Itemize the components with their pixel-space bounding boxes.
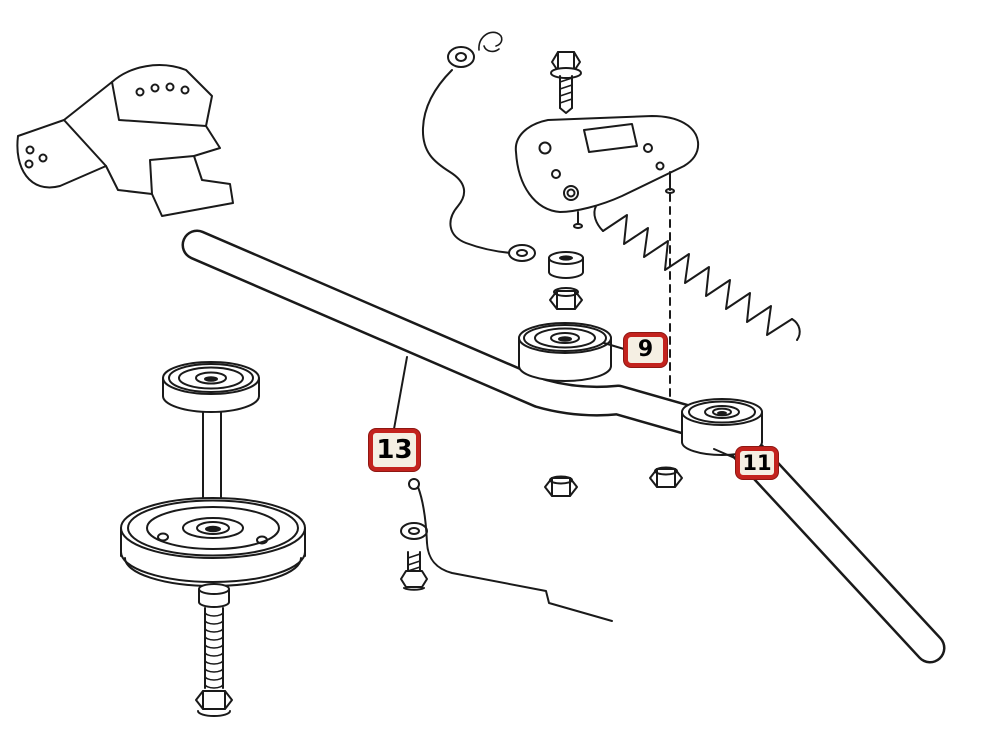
hex-nut-v-idler <box>649 466 683 488</box>
belt-keeper-rod <box>400 478 613 622</box>
callout-13[interactable]: 13 <box>369 429 420 471</box>
flat-idler-pulley-9 <box>518 322 612 382</box>
leader-line-9 <box>603 342 625 350</box>
hex-nut-flat-idler <box>544 475 578 497</box>
callout-11-label: 11 <box>742 450 772 475</box>
hex-nut-upper <box>549 287 583 310</box>
idler-mounting-plate <box>514 115 700 229</box>
callout-leader-lines <box>393 342 738 460</box>
mounting-bracket-guard <box>16 64 234 217</box>
idler-bracket-bolt <box>550 51 582 114</box>
deck-drive-belt <box>181 229 946 664</box>
spacer-bushing <box>548 251 584 279</box>
spindle-assembly <box>120 361 306 717</box>
callout-11[interactable]: 11 <box>736 447 778 479</box>
v-idler-pulley-11 <box>681 398 763 456</box>
callout-9-label: 9 <box>637 337 654 362</box>
leader-line-11 <box>713 448 738 460</box>
belt-guide-rod <box>421 31 536 262</box>
callout-13-label: 13 <box>376 435 413 465</box>
leader-line-13 <box>393 356 408 430</box>
extension-spring <box>593 205 801 341</box>
callout-9[interactable]: 9 <box>624 333 667 367</box>
